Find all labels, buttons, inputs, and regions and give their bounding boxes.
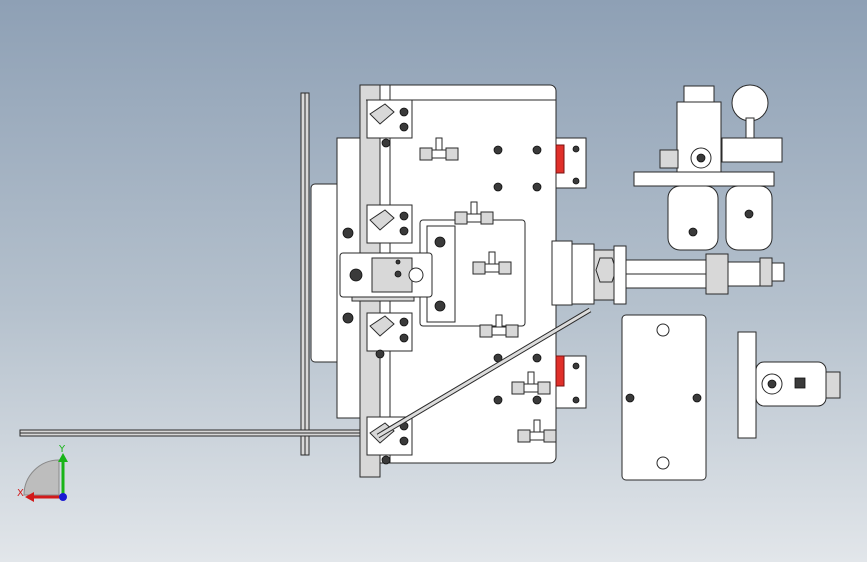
clamp-block-top [366,99,413,148]
diagonal-rod [376,307,592,439]
right-slider-bottom [555,355,587,409]
y-axis-arrow-head [58,453,68,462]
regulator-assembly [633,84,783,251]
x-axis-arrow-head [25,492,34,502]
y-axis-label: Y [58,444,66,455]
right-slider-top [555,137,587,189]
clamp-block-mid [342,204,413,244]
plate-holes [493,145,542,405]
coordinate-triad: X Y [17,444,68,502]
cylinder-assembly [551,240,785,306]
x-axis-label: X [17,488,24,499]
mounting-block [621,314,707,481]
triad-plane-icon [23,459,60,496]
left-vertical-bar [300,92,310,456]
clamp-block-low [342,312,413,359]
z-axis-origin [59,493,67,501]
long-rod [19,429,366,437]
motor-unit [737,331,841,439]
pneumatic-fittings [419,137,557,443]
